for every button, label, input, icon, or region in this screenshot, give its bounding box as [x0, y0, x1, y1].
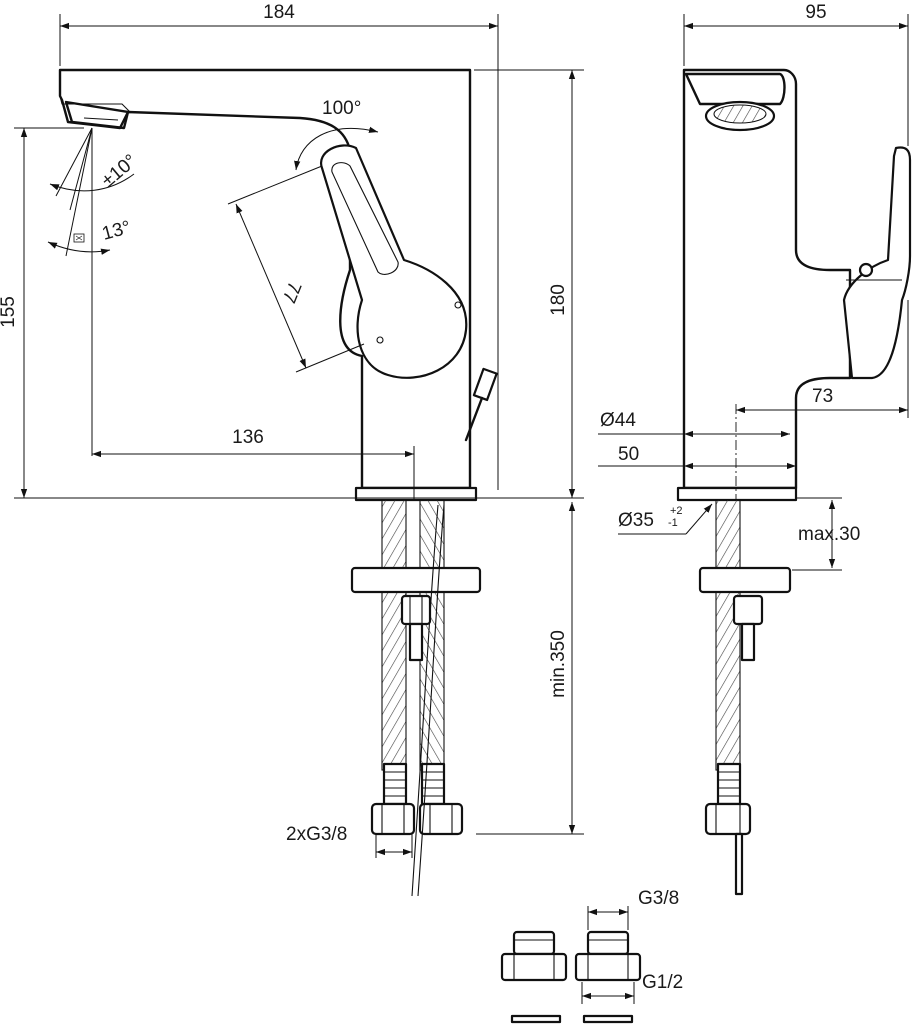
side-mount-plate: [698, 566, 792, 594]
front-threaded-rod: [408, 622, 424, 662]
front-spout-underside: [59, 95, 131, 113]
dim-adapter-out: G1/2: [642, 972, 683, 993]
dim-hole-diameter: Ø35: [618, 510, 654, 531]
dim-base-diameter: Ø44: [600, 410, 636, 431]
front-hose-right: [419, 499, 445, 771]
dim-base-width: 50: [618, 444, 639, 465]
dim-lever-angle: 100°: [322, 98, 361, 119]
side-body-outline: [682, 68, 852, 490]
front-crimp-left: [382, 762, 408, 806]
front-lever-screw: [376, 336, 384, 344]
dim-spray-angle-a: ±10°: [98, 151, 142, 192]
front-lever: [319, 144, 468, 379]
dim-hose-thread: 2xG3/8: [286, 824, 347, 845]
adapter-right-washer: [582, 1014, 634, 1024]
dim-spray-angle-b: 13°: [100, 217, 133, 245]
front-drain-rod-lower: [411, 504, 439, 897]
dim-width-front: 184: [263, 2, 295, 23]
front-hose-nut-left: [370, 802, 416, 836]
front-view: [58, 68, 498, 897]
side-lever-screw: [858, 262, 874, 278]
front-dimensions: 184 180 155 136 ±10° 13° 100°: [0, 2, 584, 858]
adapters: G3/8 G1/2: [500, 888, 683, 1024]
dim-side-depth: 73: [812, 386, 833, 407]
adapter-left-washer: [510, 1014, 562, 1024]
side-lever: [842, 146, 912, 380]
dim-total-height: 180: [548, 284, 569, 316]
side-aerator-housing: [684, 72, 786, 106]
adapter-right-top: [586, 930, 630, 956]
dim-spout-reach: 136: [232, 427, 264, 448]
dim-lever-length: 77: [277, 278, 304, 305]
side-hose-nut: [704, 802, 752, 836]
dim-hole-tol-plus: +2: [670, 505, 683, 517]
side-base-plate: [676, 486, 798, 502]
dim-hose-length: min.350: [548, 630, 569, 698]
front-base-plate: [354, 486, 478, 502]
side-hose: [715, 499, 741, 771]
side-mount-nut: [732, 594, 764, 626]
front-mount-plate: [350, 566, 482, 594]
dim-spout-height: 155: [0, 296, 19, 328]
spray-symbol-icon: [73, 233, 85, 243]
dim-hole-tol-minus: -1: [668, 517, 678, 529]
side-view: [676, 68, 912, 896]
dim-width-side: 95: [805, 2, 826, 23]
dim-max-thickness: max.30: [798, 524, 860, 545]
dim-adapter-in: G3/8: [638, 888, 679, 909]
side-dimensions: 95 73 Ø44 50 Ø35 +2 -1 max.30: [598, 2, 909, 571]
front-hose-nut-right: [418, 802, 464, 836]
front-aerator-face: [83, 117, 119, 121]
adapter-left-top: [512, 930, 556, 956]
side-crimp: [716, 762, 742, 806]
front-aerator: [64, 100, 130, 130]
adapter-left-body: [500, 952, 568, 982]
front-lever-pivot: [454, 301, 462, 309]
front-drain-rod: [464, 396, 484, 442]
adapter-right-body: [574, 952, 642, 982]
side-drain-rod: [734, 832, 744, 896]
front-hose-left: [381, 499, 407, 771]
front-drain-knob: [472, 367, 498, 402]
front-mount-nut: [400, 594, 432, 626]
